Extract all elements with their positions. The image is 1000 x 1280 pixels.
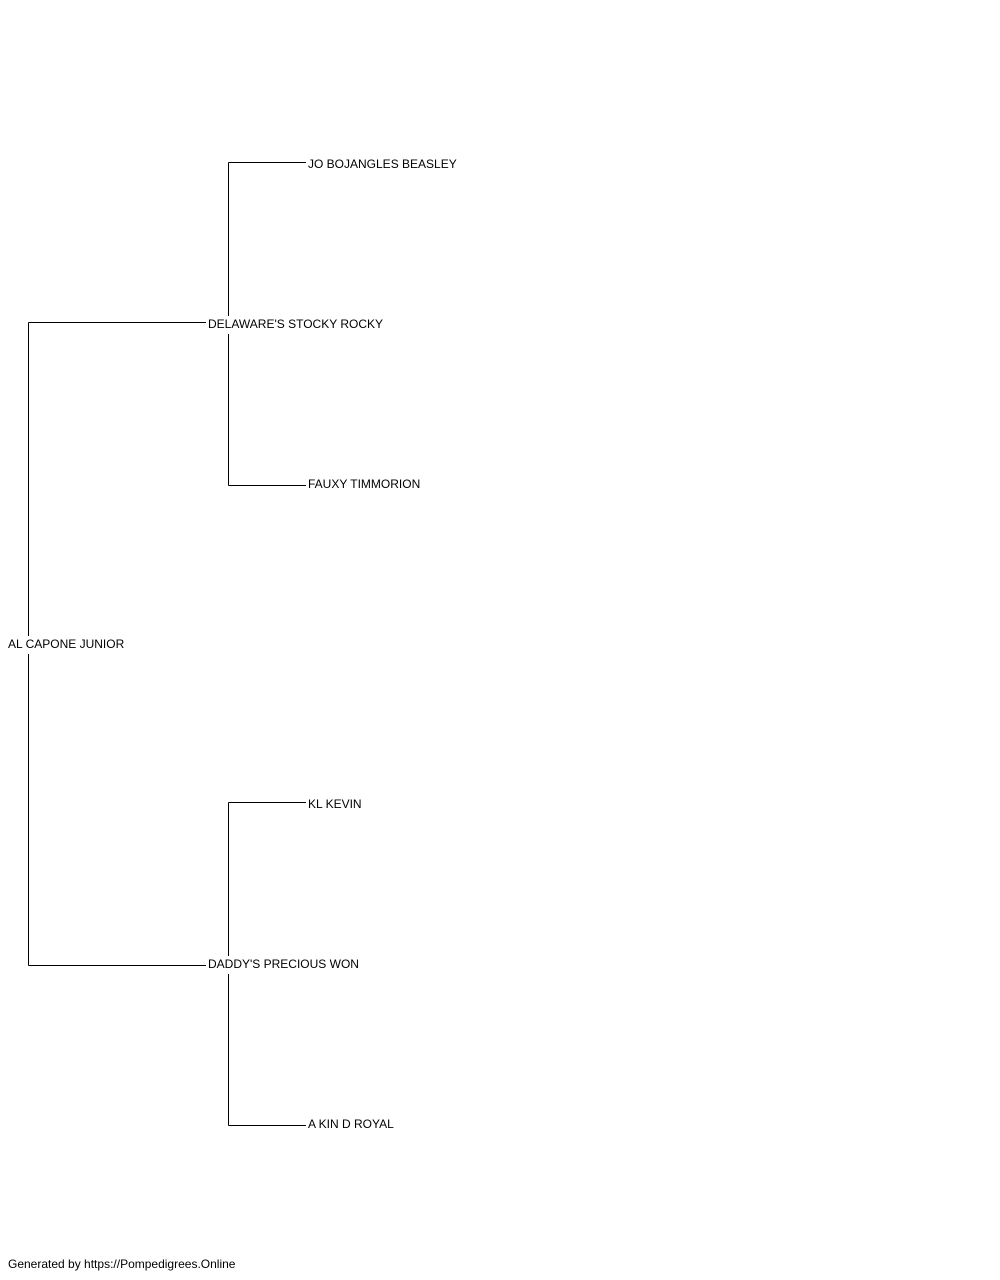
subject-label: AL CAPONE JUNIOR — [8, 637, 125, 651]
grandsire-paternal-label: JO BOJANGLES BEASLEY — [308, 157, 457, 171]
granddam-paternal-label: FAUXY TIMMORION — [308, 477, 421, 491]
grandsire-maternal-label: KL KEVIN — [308, 797, 362, 811]
sire-label: DELAWARE'S STOCKY ROCKY — [208, 317, 384, 331]
dam-label: DADDY'S PRECIOUS WON — [208, 957, 359, 971]
generated-by-footer: Generated by https://Pompedigrees.Online — [8, 1257, 236, 1271]
granddam-maternal-label: A KIN D ROYAL — [308, 1117, 394, 1131]
